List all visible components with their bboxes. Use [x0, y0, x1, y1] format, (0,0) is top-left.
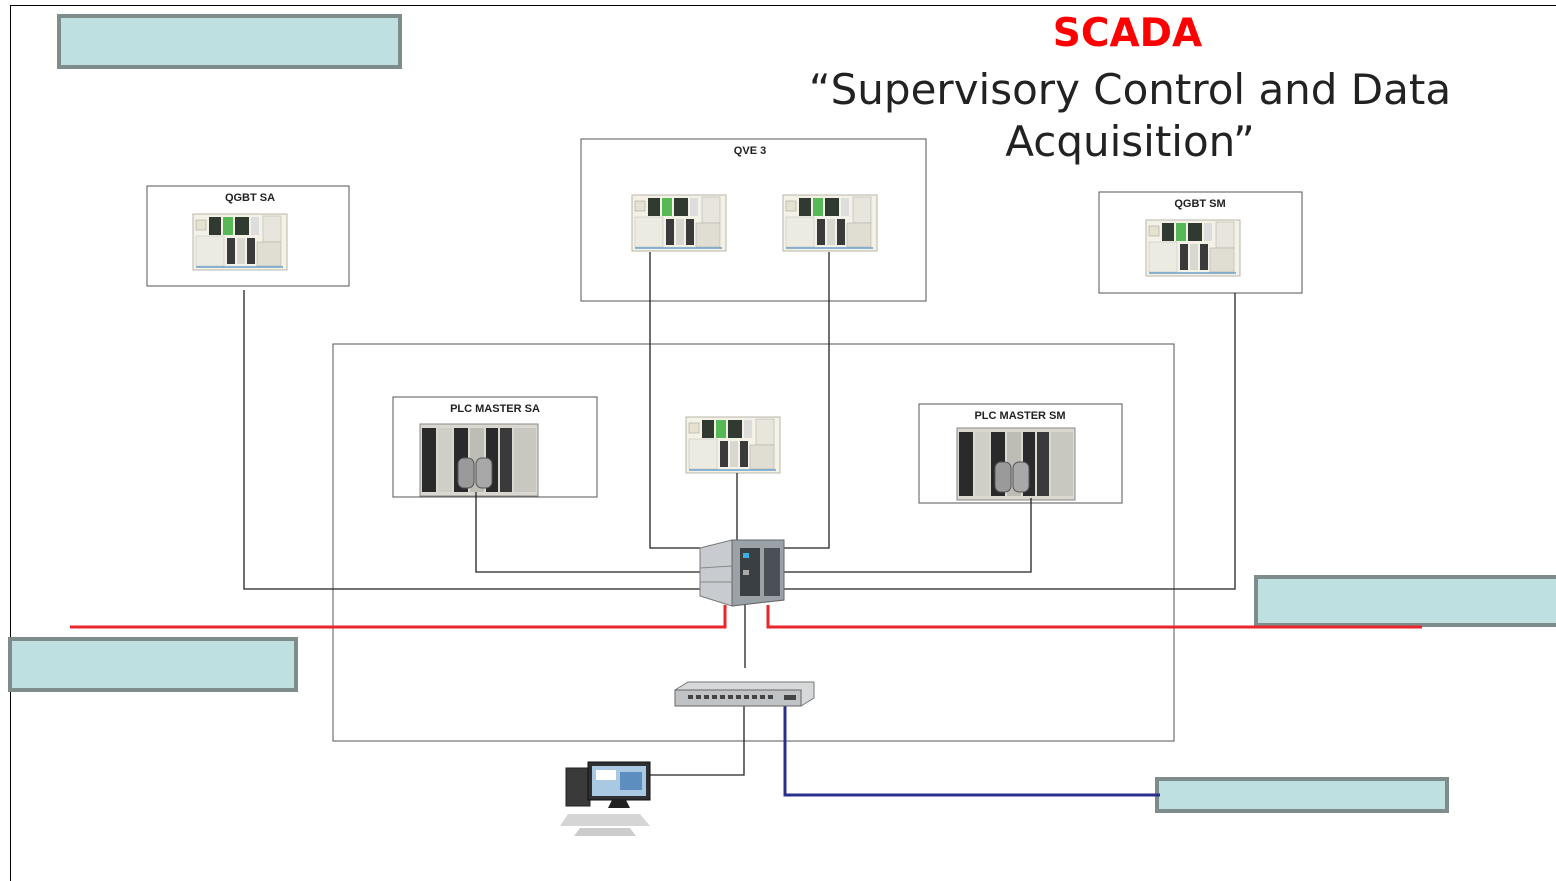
- callout-box-top-left: [57, 14, 402, 69]
- qgbt-sm-label: QGBT SM: [1174, 198, 1226, 210]
- qve-label: QVE 3: [733, 145, 767, 157]
- ethernet-links: [243, 252, 1236, 776]
- page-frame: [10, 5, 1556, 881]
- plc-master-sa-label: PLC MASTER SA: [450, 403, 540, 415]
- workstation-icon: [560, 761, 651, 836]
- qve-io-module-2: [782, 194, 878, 252]
- central-io-module: [685, 416, 781, 474]
- qgbt-sm-io-module: [1145, 219, 1241, 277]
- diagram-subtitle: “Supervisory Control and Data Acquisitio…: [808, 65, 1452, 166]
- plc-master-sm-label: PLC MASTER SM: [974, 410, 1066, 422]
- qgbt-sa-io-module: [192, 213, 288, 271]
- callout-box-right: [1254, 575, 1556, 627]
- blue-link: [783, 703, 1160, 797]
- rack-switch-icon: [674, 681, 815, 707]
- callout-box-left: [8, 637, 298, 692]
- red-bus: [70, 605, 1422, 629]
- qgbt-sa-label: QGBT SA: [224, 192, 276, 204]
- diagram-title: SCADA: [1052, 11, 1203, 56]
- central-enclosure: [332, 343, 1175, 742]
- managed-switch-icon: [699, 539, 785, 607]
- plc-master-sa-rack: [419, 423, 539, 497]
- qve-io-module-1: [631, 194, 727, 252]
- plc-master-sm-rack: [956, 427, 1076, 501]
